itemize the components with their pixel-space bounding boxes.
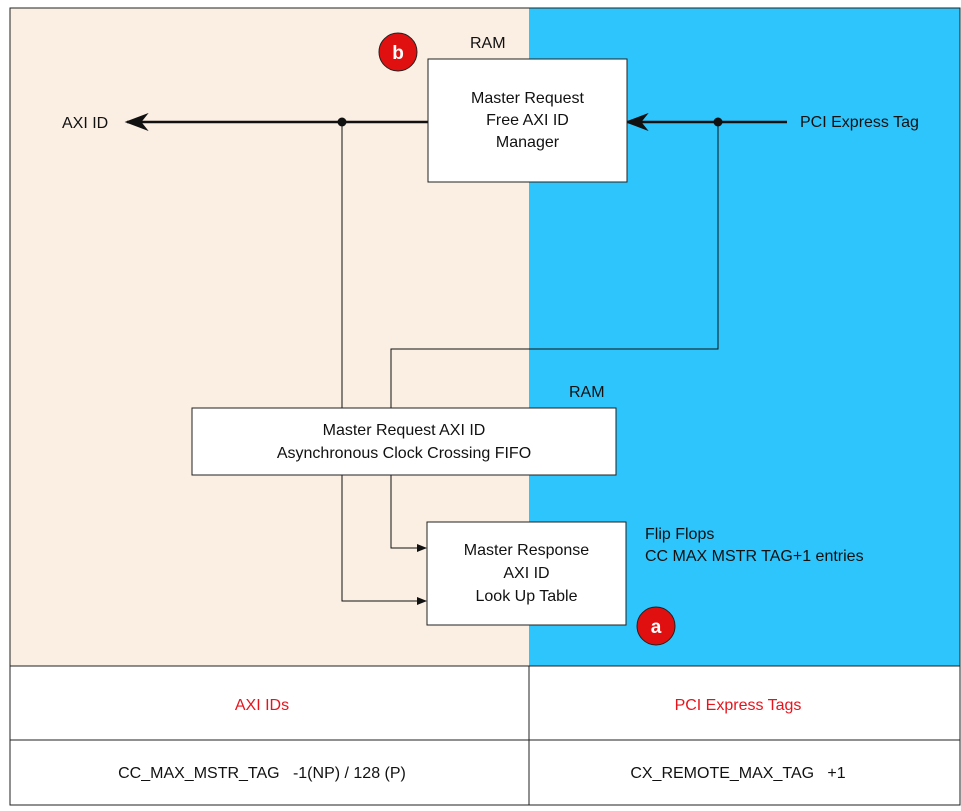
ram-label-top: RAM — [470, 35, 506, 52]
diagram-frame — [9, 7, 961, 806]
flip-flops-entries-label: CC MAX MSTR TAG+1 entries — [645, 548, 864, 565]
table-value-axi-ids: CC_MAX_MSTR_TAG -1(NP) / 128 (P) — [118, 765, 406, 782]
axi-id-branch-wire — [341, 122, 427, 605]
free-id-manager-box — [427, 58, 628, 183]
async-fifo-line2: Asynchronous Clock Crossing FIFO — [277, 445, 531, 462]
flip-flops-label: Flip Flops — [645, 526, 714, 543]
badge-b-letter: b — [392, 43, 404, 64]
badge-a-letter: a — [651, 617, 662, 638]
free-id-manager-line1: Master Request — [471, 90, 584, 107]
async-fifo-line1: Master Request AXI ID — [323, 422, 486, 439]
free-id-manager-line3: Manager — [496, 134, 560, 151]
lookup-table-box — [426, 521, 627, 626]
badge-a: a — [636, 606, 676, 646]
lookup-table-line3: Look Up Table — [476, 588, 578, 605]
free-id-manager-line2: Free AXI ID — [486, 112, 569, 129]
pci-tag-branch-wire — [390, 122, 719, 552]
table-header-axi-ids: AXI IDs — [235, 697, 289, 714]
lookup-table-line2: AXI ID — [503, 565, 549, 582]
ram-label-mid: RAM — [569, 384, 605, 401]
async-fifo-box — [191, 407, 617, 476]
table-header-pci-express-tags: PCI Express Tags — [675, 697, 802, 714]
badge-b: b — [378, 32, 418, 72]
lookup-table-line1: Master Response — [464, 542, 589, 559]
table-value-pci-express-tags: CX_REMOTE_MAX_TAG +1 — [630, 765, 845, 782]
pci-express-tag-label: PCI Express Tag — [800, 114, 919, 131]
axi-id-label: AXI ID — [62, 115, 108, 132]
